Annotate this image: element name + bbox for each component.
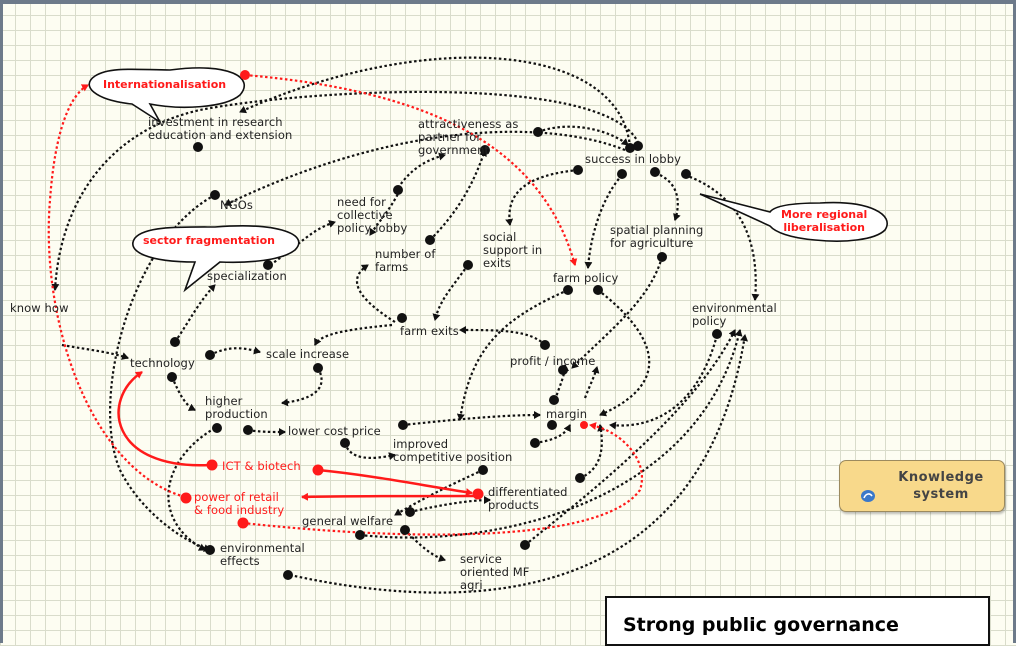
governance-caption-box: Strong public governance: [605, 596, 990, 646]
link-number-attractiveness: [429, 149, 487, 241]
node-ngos: NGOs: [220, 198, 253, 212]
bubble-internationalisation: [88, 67, 246, 123]
link-env-effects-env-policy: [289, 334, 749, 594]
link-attractiveness-lobby: [537, 125, 629, 146]
node-success-lobby: success in lobby: [585, 152, 682, 166]
link-specialization-need: [269, 220, 336, 266]
link-lobby-investment: [239, 56, 632, 148]
link-lobby-ngos: [224, 130, 626, 206]
link-margin-profit-2: [583, 366, 600, 399]
node-general-welfare: general welfare: [302, 514, 394, 528]
link-higher-lower: [247, 427, 286, 436]
link-farm-exits-number: [355, 264, 396, 323]
link-farm-policy-improved: [456, 288, 569, 421]
link-ngos-env-effects: [109, 194, 216, 552]
node-differentiated-products: differentiated products: [488, 485, 568, 512]
link-power-internationalisation: [47, 84, 186, 499]
link-need-attractiveness: [397, 152, 446, 189]
node-environmental-effects: environmental effects: [220, 541, 305, 568]
link-technology-higher: [170, 376, 196, 411]
knowledge-system-label: Knowledge system: [898, 470, 984, 502]
node-attractiveness: attractiveness as partner for government: [418, 117, 519, 157]
link-welfare-env-policy: [359, 329, 743, 539]
link-lower-margin: [402, 411, 541, 427]
node-improved-competitive: improved competitive position: [393, 437, 513, 464]
link-service-env-policy: [524, 329, 736, 546]
node-margin: margin: [546, 407, 588, 421]
governance-title: Strong public governance: [623, 614, 899, 636]
link-technology-specialization: [174, 284, 216, 343]
node-social-support: social support in exits: [483, 230, 543, 270]
window-right-border: [1013, 0, 1016, 643]
bubble-sector-fragmentation: [132, 225, 300, 293]
link-general-differentiated: [409, 496, 491, 514]
link-know-how-technology: [61, 343, 129, 360]
link-lobby-env-policy: [684, 173, 760, 301]
link-lobby-social: [505, 168, 579, 226]
link-spatial-margin: [571, 256, 664, 369]
node-environmental-policy: environmental policy: [692, 301, 777, 328]
bubble-label-more-regional: More regional liberalisation: [781, 208, 868, 234]
knowledge-system-button[interactable]: Knowledge system: [839, 460, 1005, 512]
node-know-how: know how: [10, 301, 69, 315]
window-top-border: [0, 0, 1016, 4]
link-general-service: [404, 529, 446, 562]
node-technology: technology: [130, 356, 195, 370]
link-lobby-spatial: [659, 174, 681, 221]
node-number-farms: number of farms: [375, 247, 436, 274]
link-internationalisation-farm-policy: [244, 73, 578, 266]
link-lobby-know-how: [51, 90, 642, 291]
link-ict-differentiated: [317, 468, 473, 497]
link-differentiated-power: [301, 492, 479, 501]
node-farm-exits: farm exits: [400, 324, 459, 338]
node-scale-increase: scale increase: [266, 347, 350, 361]
node-profit-income: profit / income: [510, 354, 596, 368]
node-specialization: specialization: [207, 269, 287, 283]
link-lower-improved: [343, 442, 396, 461]
link-differentiated-margin: [579, 424, 606, 480]
link-technology-scale: [209, 346, 261, 356]
bubble-label-internationalisation: Internationalisation: [103, 78, 227, 91]
link-ict-technology: [117, 370, 211, 467]
link-margin-profit: [553, 364, 569, 401]
link-farm-exits-technology: [314, 323, 393, 346]
link-scale-higher: [281, 367, 323, 407]
node-investment: investment in research education and ext…: [148, 115, 293, 142]
node-ict-biotech: ICT & biotech: [222, 459, 301, 473]
link-improved-general: [394, 468, 484, 516]
link-higher-env-effects: [167, 427, 216, 551]
link-icon: [861, 490, 875, 502]
link-profit-exits: [459, 326, 546, 346]
node-lower-cost-price: lower cost price: [288, 424, 381, 438]
link-lobby-farm-policy: [584, 174, 623, 269]
node-spatial-planning: spatial planning for agriculture: [610, 223, 704, 250]
window-left-border: [0, 0, 3, 643]
link-env-policy-margin: [609, 334, 719, 430]
link-social-exits: [432, 264, 469, 321]
bubble-label-sector-fragmentation: sector fragmentation: [143, 234, 275, 247]
node-service-oriented: service oriented MF agri: [460, 552, 530, 592]
bubble-more-regional: [699, 193, 888, 242]
node-higher-production: higher production: [205, 394, 268, 421]
node-need-lobby: need for collective policy lobby: [337, 195, 408, 235]
node-farm-policy: farm policy: [553, 271, 619, 285]
node-power-retail: power of retail & food industry: [194, 490, 285, 517]
link-farm-policy-margin: [597, 289, 651, 417]
